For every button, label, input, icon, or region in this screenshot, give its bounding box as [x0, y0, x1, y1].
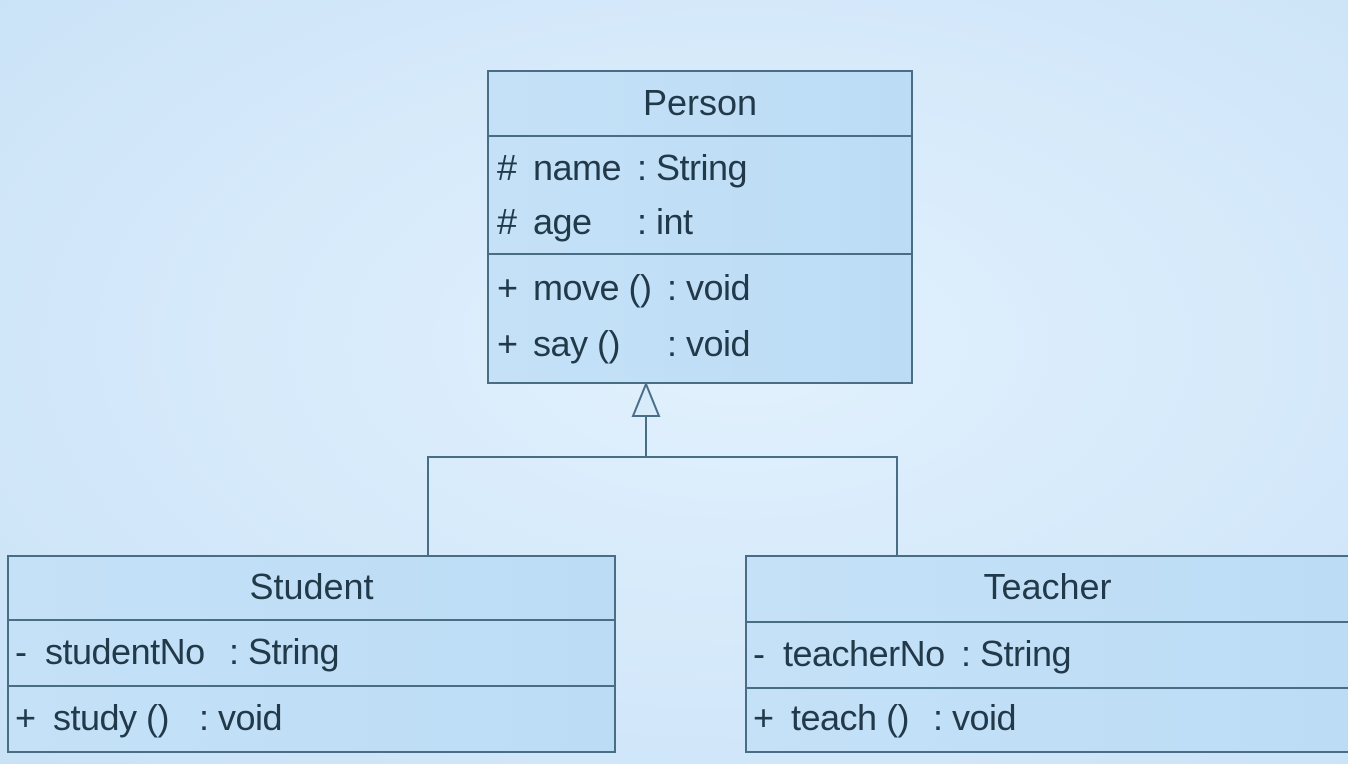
class-person[interactable]: Person # name : String # age : int + mov…	[487, 70, 913, 384]
op-name: study ()	[53, 697, 170, 738]
attr-type: : String	[961, 633, 1072, 674]
attributes-section: # name : String # age : int	[489, 135, 911, 255]
attributes-section: - teacherNo : String	[747, 621, 1348, 689]
attr-visibility: -	[15, 631, 27, 672]
attr-name: teacherNo	[783, 633, 945, 674]
op-visibility: +	[15, 697, 36, 738]
class-name: Student	[249, 566, 374, 607]
op-name: teach ()	[791, 697, 910, 738]
generalization-line-teacher	[646, 456, 898, 555]
operations-section: + teach () : void	[747, 687, 1348, 753]
generalization-arrowhead	[631, 381, 661, 417]
op-visibility: +	[497, 267, 518, 308]
attr-name: studentNo	[45, 631, 205, 672]
operations-section: + study () : void	[9, 685, 614, 753]
attr-name: name	[533, 147, 622, 188]
attr-type: : String	[637, 147, 748, 188]
attr-visibility: #	[497, 147, 517, 188]
op-visibility: +	[497, 323, 518, 364]
attr-type: : String	[229, 631, 340, 672]
class-teacher[interactable]: Teacher - teacherNo : String + teach () …	[745, 555, 1348, 753]
attr-visibility: -	[753, 633, 765, 674]
class-name: Teacher	[983, 566, 1112, 607]
op-name: say ()	[533, 323, 621, 364]
attributes-section: - studentNo : String	[9, 619, 614, 687]
op-name: move ()	[533, 267, 652, 308]
generalization-line-student	[427, 417, 647, 555]
op-visibility: +	[753, 697, 774, 738]
op-type: : void	[667, 323, 751, 364]
class-student[interactable]: Student - studentNo : String + study () …	[7, 555, 616, 753]
attr-name: age	[533, 201, 592, 242]
class-name: Person	[642, 82, 758, 123]
op-type: : void	[933, 697, 1017, 738]
operations-section: + move () : void + say () : void	[489, 253, 911, 383]
op-type: : void	[667, 267, 751, 308]
attr-type: : int	[637, 201, 693, 242]
attr-visibility: #	[497, 201, 517, 242]
op-type: : void	[199, 697, 283, 738]
